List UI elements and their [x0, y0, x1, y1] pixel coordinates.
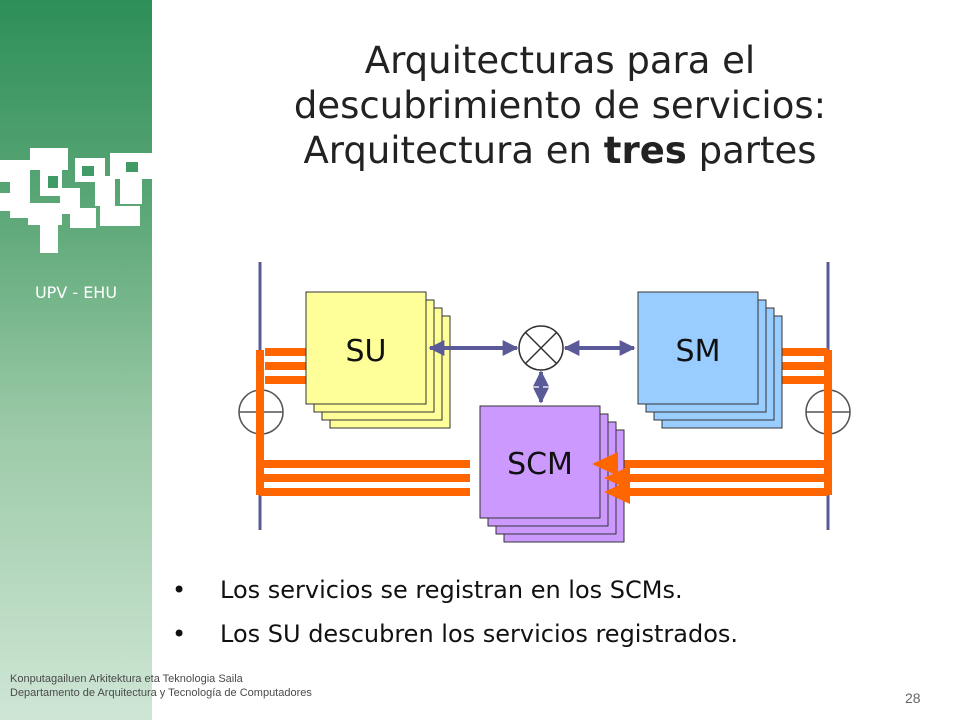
bullet-item: • Los servicios se registran en los SCMs… — [172, 572, 942, 616]
upv-ehu-logo-icon — [0, 148, 152, 253]
title-line-3-bold: tres — [603, 129, 687, 172]
bullet-marker: • — [172, 576, 187, 604]
sm-label: SM — [676, 334, 721, 369]
sm-box-stack — [637, 291, 783, 429]
bullet-marker: • — [172, 620, 187, 648]
bullet-item: • Los SU descubren los servicios registr… — [172, 616, 942, 660]
scm-orange-arrowheads — [592, 452, 630, 504]
footer-line-1: Konputagailuen Arkitektura eta Teknologi… — [10, 673, 243, 685]
scm-label: SCM — [507, 447, 573, 482]
orange-paths — [256, 348, 832, 496]
title-line-2: descubrimiento de servicios: — [293, 84, 827, 127]
bullet-list: • Los servicios se registran en los SCMs… — [172, 572, 942, 660]
page-number: 28 — [905, 690, 921, 706]
slide-title: Arquitecturas para el descubrimiento de … — [165, 38, 955, 173]
sidebar: UPV - EHU — [0, 0, 152, 720]
su-label: SU — [345, 334, 386, 369]
title-line-1: Arquitecturas para el — [364, 39, 756, 82]
scm-box-stack — [479, 405, 625, 543]
footer-line-2: Departamento de Arquitectura y Tecnologí… — [10, 687, 312, 699]
title-line-3-before: Arquitectura en — [303, 129, 604, 172]
bullet-text: Los SU descubren los servicios registrad… — [220, 620, 739, 648]
bullet-text: Los servicios se registran en los SCMs. — [220, 576, 683, 604]
su-box-stack — [305, 291, 451, 429]
title-line-3: Arquitectura en tres partes — [165, 128, 955, 173]
sidebar-label: UPV - EHU — [34, 283, 118, 302]
title-line-3-after: partes — [686, 129, 817, 172]
footer: Konputagailuen Arkitektura eta Teknologi… — [10, 672, 312, 700]
switch-node-icon — [518, 325, 564, 371]
